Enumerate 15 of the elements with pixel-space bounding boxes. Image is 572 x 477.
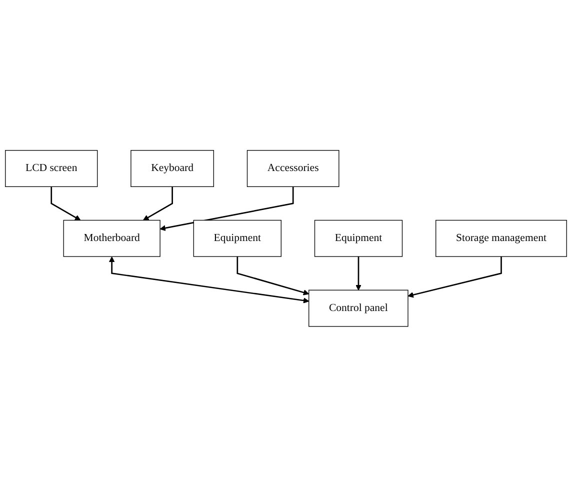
node-box: Equipment xyxy=(314,220,403,257)
node-box: Motherboard xyxy=(63,220,160,257)
arrow xyxy=(356,256,362,290)
node-box: Accessories xyxy=(246,150,340,188)
arrow xyxy=(142,186,173,221)
node-box: Storage management xyxy=(436,220,567,257)
node-box: Equipment xyxy=(193,220,282,257)
arrow xyxy=(236,256,310,296)
arrow xyxy=(108,256,310,304)
arrow xyxy=(160,186,294,232)
arrow xyxy=(408,256,502,298)
node-box: Keyboard xyxy=(130,150,214,188)
arrow xyxy=(50,186,81,221)
node-box: Control panel xyxy=(308,290,408,327)
node-box: LCD screen xyxy=(5,150,98,188)
